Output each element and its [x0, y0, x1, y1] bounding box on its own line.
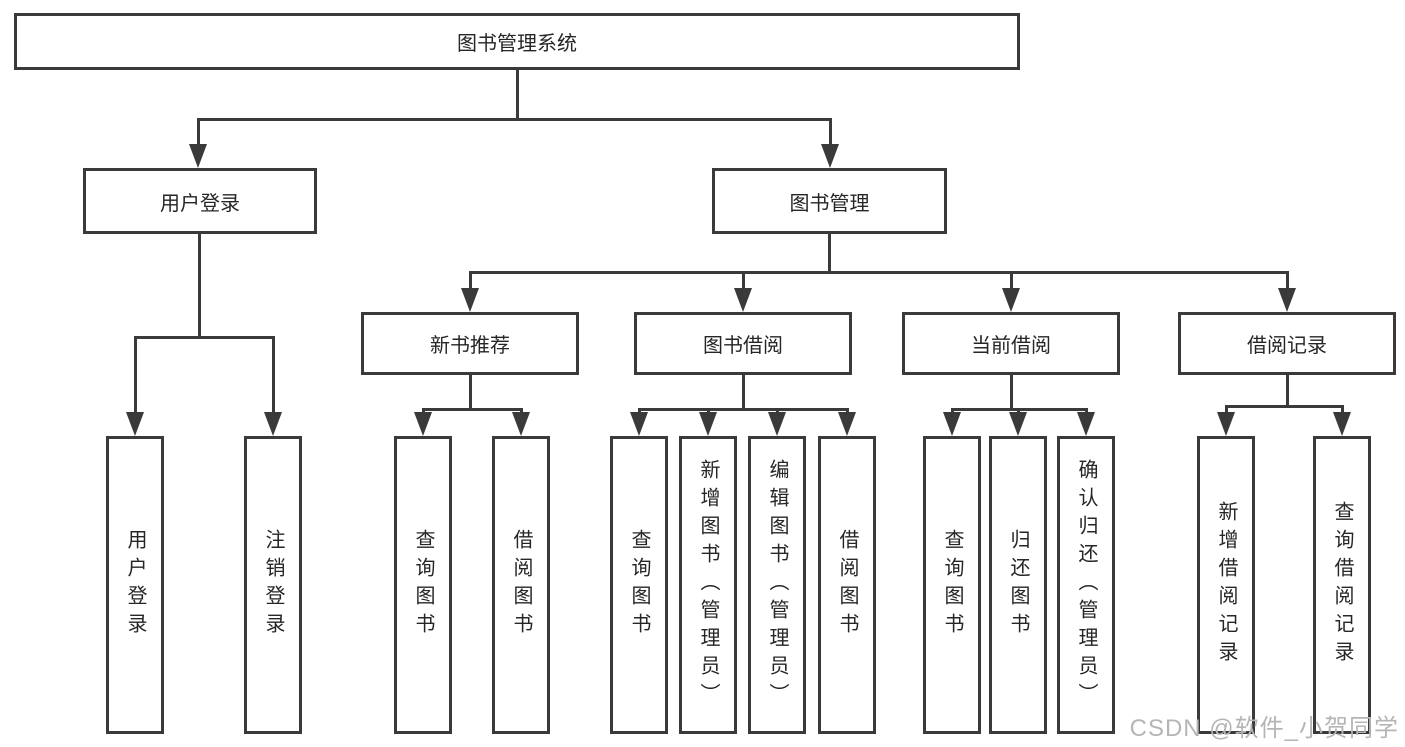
node-root: 图书管理系统: [14, 13, 1020, 70]
arrow-down-icon: [1009, 412, 1027, 436]
arrow-down-icon: [630, 412, 648, 436]
connector-vline: [1085, 408, 1088, 414]
connector-vline: [828, 234, 831, 271]
connector-vline: [707, 408, 710, 414]
leaf-borrow-book: 借阅图书: [818, 436, 876, 734]
leaf-query-borrow-record: 查询借阅记录: [1313, 436, 1371, 734]
arrow-down-icon: [1077, 412, 1095, 436]
leaf-edit-book-admin: 编辑图书（管理员）: [748, 436, 806, 734]
connector-hline: [469, 271, 1289, 274]
leaf-borrow-book-recommend: 借阅图书: [492, 436, 550, 734]
connector-vline: [742, 271, 745, 290]
leaf-logout-login: 注销登录: [244, 436, 302, 734]
arrow-down-icon: [1217, 412, 1235, 436]
connector-hline: [134, 336, 274, 339]
connector-vline: [516, 70, 519, 118]
arrow-down-icon: [943, 412, 961, 436]
connector-vline: [776, 408, 779, 414]
connector-vline: [469, 271, 472, 290]
connector-vline: [1010, 271, 1013, 290]
connector-vline: [951, 408, 954, 414]
arrow-down-icon: [461, 288, 479, 312]
arrow-down-icon: [414, 412, 432, 436]
connector-vline: [1341, 405, 1344, 414]
arrow-down-icon: [838, 412, 856, 436]
connector-vline: [198, 234, 201, 336]
connector-vline: [1017, 408, 1020, 414]
arrow-down-icon: [1333, 412, 1351, 436]
arrow-down-icon: [512, 412, 530, 436]
node-borrow-record: 借阅记录: [1178, 312, 1396, 375]
arrow-down-icon: [1278, 288, 1296, 312]
leaf-user-login: 用户登录: [106, 436, 164, 734]
connector-hline: [197, 118, 832, 121]
connector-vline: [742, 375, 745, 408]
leaf-query-book-current: 查询图书: [923, 436, 981, 734]
node-new-book-recommend: 新书推荐: [361, 312, 579, 375]
arrow-down-icon: [734, 288, 752, 312]
leaf-add-borrow-record: 新增借阅记录: [1197, 436, 1255, 734]
connector-vline: [422, 408, 425, 414]
connector-vline: [1286, 271, 1289, 290]
connector-vline: [1225, 405, 1228, 414]
connector-vline: [1010, 375, 1013, 408]
arrow-down-icon: [264, 412, 282, 436]
connector-vline: [829, 118, 832, 146]
node-current-borrow: 当前借阅: [902, 312, 1120, 375]
node-book-borrow: 图书借阅: [634, 312, 852, 375]
node-user-login: 用户登录: [83, 168, 317, 234]
connector-vline: [638, 408, 641, 414]
connector-vline: [520, 408, 523, 414]
connector-vline: [469, 375, 472, 408]
connector-hline: [1225, 405, 1344, 408]
arrow-down-icon: [126, 412, 144, 436]
connector-hline: [638, 408, 849, 411]
connector-vline: [134, 336, 137, 412]
leaf-return-book: 归还图书: [989, 436, 1047, 734]
watermark: CSDN @软件_小贺同学: [1129, 715, 1399, 742]
connector-vline: [846, 408, 849, 414]
node-book-management: 图书管理: [712, 168, 947, 234]
arrow-down-icon: [699, 412, 717, 436]
arrow-down-icon: [768, 412, 786, 436]
leaf-add-book-admin: 新增图书（管理员）: [679, 436, 737, 734]
arrow-down-icon: [821, 144, 839, 168]
connector-hline: [422, 408, 523, 411]
leaf-query-book-recommend: 查询图书: [394, 436, 452, 734]
arrow-down-icon: [189, 144, 207, 168]
connector-vline: [1286, 375, 1289, 405]
arrow-down-icon: [1002, 288, 1020, 312]
connector-vline: [197, 118, 200, 146]
leaf-query-book-borrow: 查询图书: [610, 436, 668, 734]
connector-vline: [272, 336, 275, 412]
leaf-confirm-return-admin: 确认归还（管理员）: [1057, 436, 1115, 734]
